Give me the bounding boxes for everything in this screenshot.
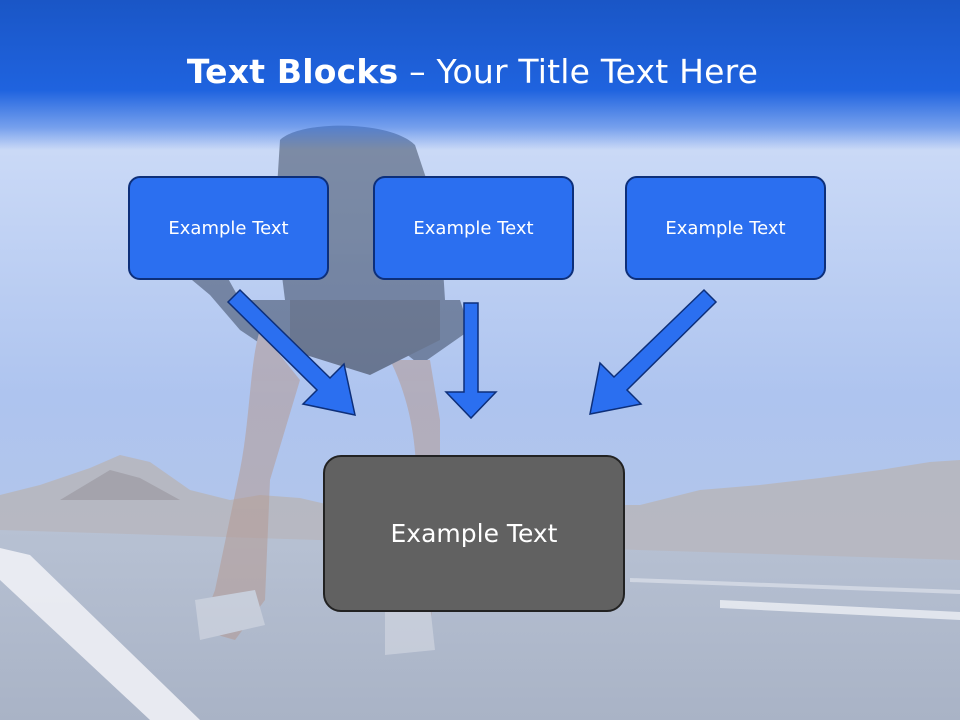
text-block-3: Example Text bbox=[625, 176, 826, 280]
title-bold: Text Blocks bbox=[186, 52, 399, 91]
arrow-right-diagonal bbox=[589, 288, 718, 415]
slide-title: Text Blocks – Your Title Text Here bbox=[0, 52, 945, 91]
text-block-2-label: Example Text bbox=[413, 217, 534, 239]
text-block-1: Example Text bbox=[128, 176, 329, 280]
text-block-2: Example Text bbox=[373, 176, 574, 280]
target-block-label: Example Text bbox=[390, 519, 558, 548]
text-block-3-label: Example Text bbox=[665, 217, 786, 239]
text-block-1-label: Example Text bbox=[168, 217, 289, 239]
arrow-center-down bbox=[444, 302, 498, 420]
arrow-left-diagonal bbox=[226, 288, 356, 416]
target-block: Example Text bbox=[323, 455, 625, 612]
title-rest: Your Title Text Here bbox=[436, 52, 759, 91]
title-bar bbox=[0, 0, 960, 150]
title-separator: – bbox=[398, 52, 437, 91]
